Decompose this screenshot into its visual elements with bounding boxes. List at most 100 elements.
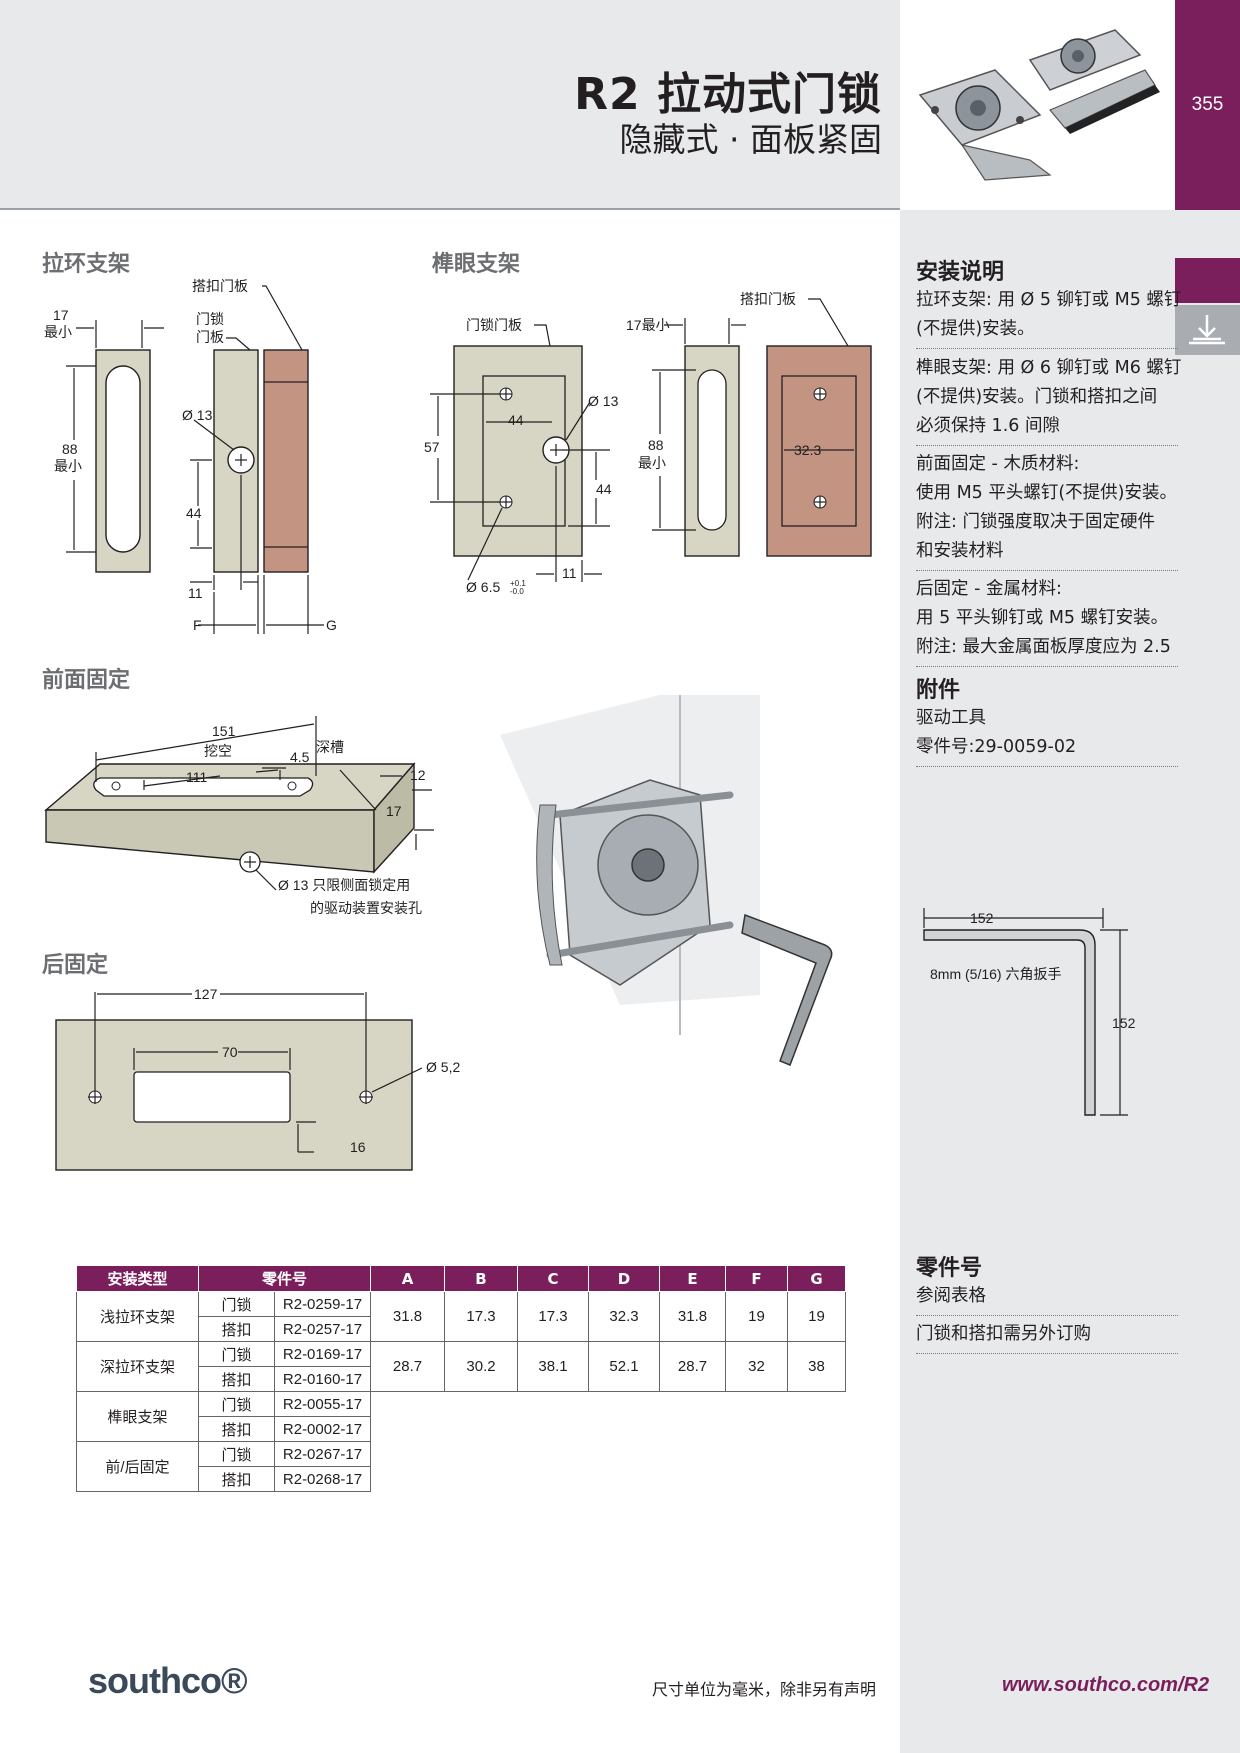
install-type-cell: 浅拉环支架 xyxy=(76,1291,199,1342)
back-mount-drawing: 127 70 Ø 5,2 16 xyxy=(55,986,460,1171)
mortise-dim-44a: 44 xyxy=(508,412,524,428)
part-cell: R2-0002-17 xyxy=(274,1416,371,1442)
hole-13: Ø 13 xyxy=(182,407,213,423)
install-line: (不提供)安装。 xyxy=(916,319,1035,339)
col-header: G xyxy=(787,1265,846,1292)
dim-g-cell: 38 xyxy=(787,1341,846,1392)
install-line: 附注: 最大金属面板厚度应为 2.5 xyxy=(916,637,1171,657)
install-line: 附注: 门锁强度取决于固定硬件 xyxy=(916,512,1155,532)
website-link[interactable]: www.southco.com/R2 xyxy=(1002,1674,1210,1696)
install-line: 用 5 平头铆钉或 M5 螺钉安装。 xyxy=(916,608,1169,628)
kind-cell: 搭扣 xyxy=(198,1366,275,1392)
part-cell: R2-0259-17 xyxy=(274,1291,371,1317)
kind-cell: 搭扣 xyxy=(198,1416,275,1442)
strike-photo xyxy=(1028,29,1160,134)
install-line: 榫眼支架: 用 Ø 6 铆钉或 M6 螺钉 xyxy=(916,358,1182,378)
back-dim-70: 70 xyxy=(222,1044,238,1060)
dim-b-cell: 17.3 xyxy=(444,1291,518,1342)
dim-d-cell: 32.3 xyxy=(588,1291,660,1342)
dim-e-cell: 28.7 xyxy=(659,1341,726,1392)
install-type-cell: 前/后固定 xyxy=(76,1441,199,1492)
download-tab[interactable] xyxy=(1175,305,1240,355)
col-header: B xyxy=(444,1265,518,1292)
installation-illustration xyxy=(500,695,833,1066)
col-header: F xyxy=(725,1265,788,1292)
back-dim-127: 127 xyxy=(194,986,218,1002)
dim-88-min: 最小 xyxy=(54,458,82,474)
page-number: 355 xyxy=(1191,94,1224,115)
dim-f-cell: 32 xyxy=(725,1341,788,1392)
install-line: 和安装材料 xyxy=(916,541,1004,561)
part-number-table: 安装类型 零件号 A B C D E F G 浅拉环支架 门锁 R2-0259-… xyxy=(76,1265,846,1492)
col-header: 零件号 xyxy=(198,1265,371,1292)
part-cell: R2-0055-17 xyxy=(274,1391,371,1417)
southco-logo[interactable]: southco® xyxy=(88,1660,248,1701)
back-cutout xyxy=(133,1071,291,1123)
install-block-3: 前面固定 - 木质材料: 使用 M5 平头螺钉(不提供)安装。 附注: 门锁强度… xyxy=(916,450,1178,571)
install-line: 后固定 - 金属材料: xyxy=(916,579,1062,599)
section-tab[interactable] xyxy=(1175,258,1240,303)
section-pull-ring: 拉环支架 xyxy=(42,252,131,277)
dim-152-vertical: 152 xyxy=(1112,1015,1136,1031)
table-row: 搭扣 R2-0257-17 xyxy=(77,1316,846,1342)
front-dim-151: 151 xyxy=(212,723,236,739)
mortise-dim-88-min: 最小 xyxy=(638,455,666,471)
part-cell: R2-0160-17 xyxy=(274,1366,371,1392)
col-header: E xyxy=(659,1265,726,1292)
download-icon xyxy=(1189,315,1225,345)
units-note: 尺寸单位为毫米，除非另有声明 xyxy=(652,1680,877,1699)
dim-17-min: 最小 xyxy=(44,324,72,340)
front-note-1: Ø 13 只限侧面锁定用 xyxy=(278,877,410,893)
kind-cell: 门锁 xyxy=(198,1441,275,1467)
front-cutout xyxy=(93,777,314,797)
wrench-label: 8mm (5/16) 六角扳手 xyxy=(930,966,1061,982)
install-block-2: 榫眼支架: 用 Ø 6 铆钉或 M6 螺钉 (不提供)安装。门锁和搭扣之间 必须… xyxy=(916,354,1182,446)
front-cutout-label: 挖空 xyxy=(204,743,232,759)
section-mortise: 榫眼支架 xyxy=(432,252,521,277)
kind-cell: 门锁 xyxy=(198,1291,275,1317)
mortise-latch-panel-label: 门锁门板 xyxy=(466,317,522,333)
dim-17: 17 xyxy=(53,307,69,323)
table-row: 深拉环支架 门锁 R2-0169-17 28.7 30.2 38.1 52.1 … xyxy=(76,1341,846,1392)
mortise-dim-88: 88 xyxy=(648,437,664,453)
hex-key-illustration xyxy=(741,913,833,1066)
front-dim-17: 17 xyxy=(386,803,402,819)
hex-wrench-drawing: 152 152 8mm (5/16) 六角扳手 xyxy=(923,908,1136,1116)
strike-panel xyxy=(263,349,309,573)
dim-a-cell: 28.7 xyxy=(370,1341,445,1392)
table-header-row: 安装类型 零件号 A B C D E F G xyxy=(76,1265,846,1292)
page-subtitle: 隐藏式 · 面板紧固 xyxy=(619,120,882,159)
label-f: F xyxy=(193,617,202,633)
kind-cell: 门锁 xyxy=(198,1341,275,1367)
accessory-line: 零件号:29-0059-02 xyxy=(916,737,1077,757)
table-row: 前/后固定 门锁 R2-0267-17 xyxy=(76,1441,846,1492)
install-title: 安装说明 xyxy=(916,260,1005,285)
part-number-block-1: 参阅表格 xyxy=(916,1282,1178,1316)
mortise-dim-11: 11 xyxy=(562,565,577,581)
section-front-mount: 前面固定 xyxy=(42,668,131,693)
pull-slot xyxy=(105,365,141,553)
mortise-min-17: 17最小 xyxy=(626,317,670,333)
tolerance-minus: -0.0 xyxy=(510,587,524,596)
table-row: 搭扣 R2-0160-17 xyxy=(77,1366,846,1392)
mortise-strike-panel-label: 搭扣门板 xyxy=(740,291,796,307)
install-line: 必须保持 1.6 间隙 xyxy=(916,416,1060,436)
part-line: 参阅表格 xyxy=(916,1286,986,1306)
mortise-drawing: 44 57 44 Ø 13 Ø 6.5 +0.1 -0.0 11 门锁门板 17… xyxy=(424,291,872,596)
dim-152-horizontal: 152 xyxy=(970,910,994,926)
dim-e-cell: 31.8 xyxy=(659,1291,726,1342)
dim-44: 44 xyxy=(186,505,202,521)
dim-b-cell: 30.2 xyxy=(444,1341,518,1392)
part-cell: R2-0169-17 xyxy=(274,1341,371,1367)
part-number-block-2: 门锁和搭扣需另外订购 xyxy=(916,1320,1178,1354)
dim-c-cell: 38.1 xyxy=(517,1341,589,1392)
dim-a-cell: 31.8 xyxy=(370,1291,445,1342)
table-row: 榫眼支架 门锁 R2-0055-17 xyxy=(76,1391,846,1442)
front-note-2: 的驱动装置安装孔 xyxy=(310,900,422,916)
install-line: (不提供)安装。门锁和搭扣之间 xyxy=(916,387,1158,407)
latch-panel-label-1: 门锁 xyxy=(196,311,224,327)
part-cell: R2-0257-17 xyxy=(274,1316,371,1342)
strike-panel-label: 搭扣门板 xyxy=(192,278,248,294)
install-type-cell: 深拉环支架 xyxy=(76,1341,199,1392)
mortise-hole-6-5: Ø 6.5 xyxy=(466,579,500,595)
